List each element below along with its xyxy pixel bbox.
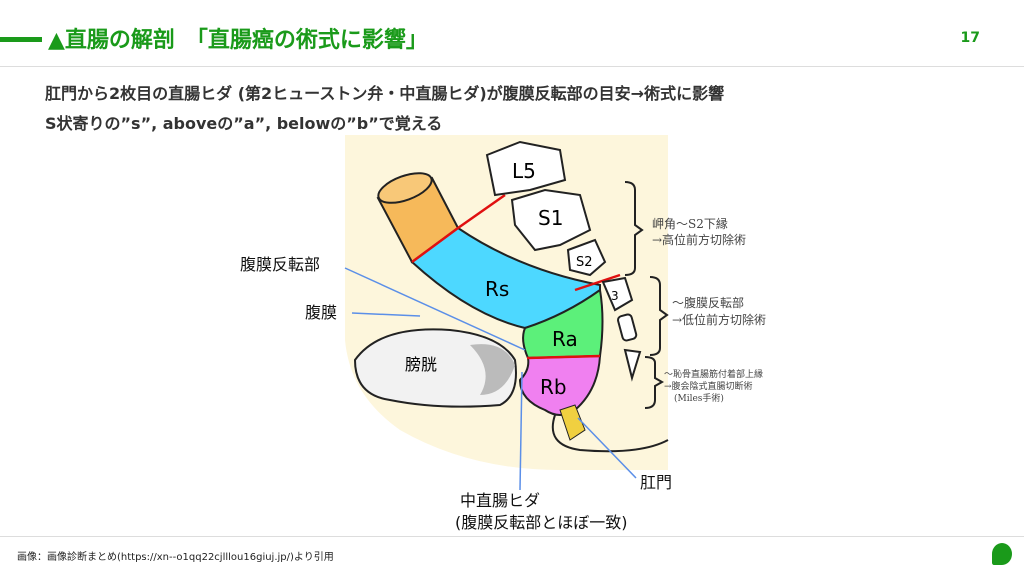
s2-line bbox=[574, 273, 621, 292]
footer-divider bbox=[0, 536, 1024, 537]
label-rb: Rb bbox=[540, 375, 567, 399]
label-peritoneal-reflection: 腹膜反転部 bbox=[240, 255, 320, 274]
vertebra-s2 bbox=[566, 238, 607, 277]
pointer-anus bbox=[577, 417, 637, 479]
perineum-outline bbox=[551, 414, 669, 453]
note-low-1: 〜腹膜反転部 bbox=[672, 295, 744, 310]
coccyx-1 bbox=[617, 313, 638, 342]
bracket-high bbox=[624, 181, 644, 276]
subtitle-line-2: S状寄りの”s”, aboveの”a”, belowの”b”で覚える bbox=[45, 114, 443, 133]
note-high-1: 岬角〜S2下縁 bbox=[652, 216, 728, 231]
label-s2: S2 bbox=[576, 255, 593, 270]
label-middle-fold: 中直腸ヒダ bbox=[460, 491, 540, 510]
label-fold-note: (腹膜反転部とほぼ一致) bbox=[455, 513, 628, 532]
note-miles-1: 〜恥骨直腸筋付着部上縁 bbox=[664, 368, 763, 380]
colon-opening bbox=[377, 172, 433, 204]
pointer-fold bbox=[519, 371, 523, 491]
reflection-line bbox=[526, 354, 601, 360]
note-high-2: →高位前方切除術 bbox=[652, 232, 746, 247]
bracket-low bbox=[649, 276, 669, 356]
coccyx-2 bbox=[623, 348, 642, 382]
vertebra-l5 bbox=[485, 140, 567, 197]
label-bladder: 膀胱 bbox=[405, 355, 437, 374]
slide-title: ▲直腸の解剖 「直腸癌の術式に影響」 bbox=[48, 28, 428, 53]
anal-canal bbox=[559, 404, 586, 441]
label-3: 3 bbox=[611, 289, 619, 303]
pointer-peritoneum bbox=[351, 312, 421, 317]
header-accent-bar bbox=[0, 37, 42, 42]
boundary-line bbox=[411, 226, 459, 264]
label-l5: L5 bbox=[512, 159, 536, 183]
page-number: 17 bbox=[960, 30, 980, 46]
note-miles-3: (Miles手術) bbox=[674, 392, 724, 404]
segment-ra bbox=[522, 288, 604, 360]
pointer-reflection bbox=[344, 267, 526, 351]
label-s1: S1 bbox=[538, 206, 563, 230]
label-peritoneum: 腹膜 bbox=[305, 303, 337, 322]
note-miles-2: →腹会陰式直腸切断術 bbox=[664, 380, 753, 392]
promontory-line bbox=[457, 193, 506, 230]
label-ra: Ra bbox=[552, 327, 578, 351]
vertebra-s1 bbox=[510, 188, 592, 252]
note-low-2: →低位前方切除術 bbox=[672, 312, 766, 327]
bracket-miles bbox=[644, 356, 665, 409]
label-rs: Rs bbox=[485, 277, 509, 301]
segment-rb bbox=[518, 354, 602, 416]
label-anus: 肛門 bbox=[640, 473, 672, 492]
vertebra-3 bbox=[601, 276, 634, 312]
bladder-shadow bbox=[470, 344, 515, 395]
source-citation: 画像：画像診断まとめ(https://xn--o1qq22cjlllou16gi… bbox=[17, 552, 334, 563]
header-divider bbox=[0, 66, 1024, 67]
logo-leaf-icon bbox=[992, 543, 1012, 565]
subtitle-line-1: 肛門から2枚目の直腸ヒダ (第2ヒューストン弁・中直腸ヒダ)が腹膜反転部の目安→… bbox=[45, 84, 725, 103]
